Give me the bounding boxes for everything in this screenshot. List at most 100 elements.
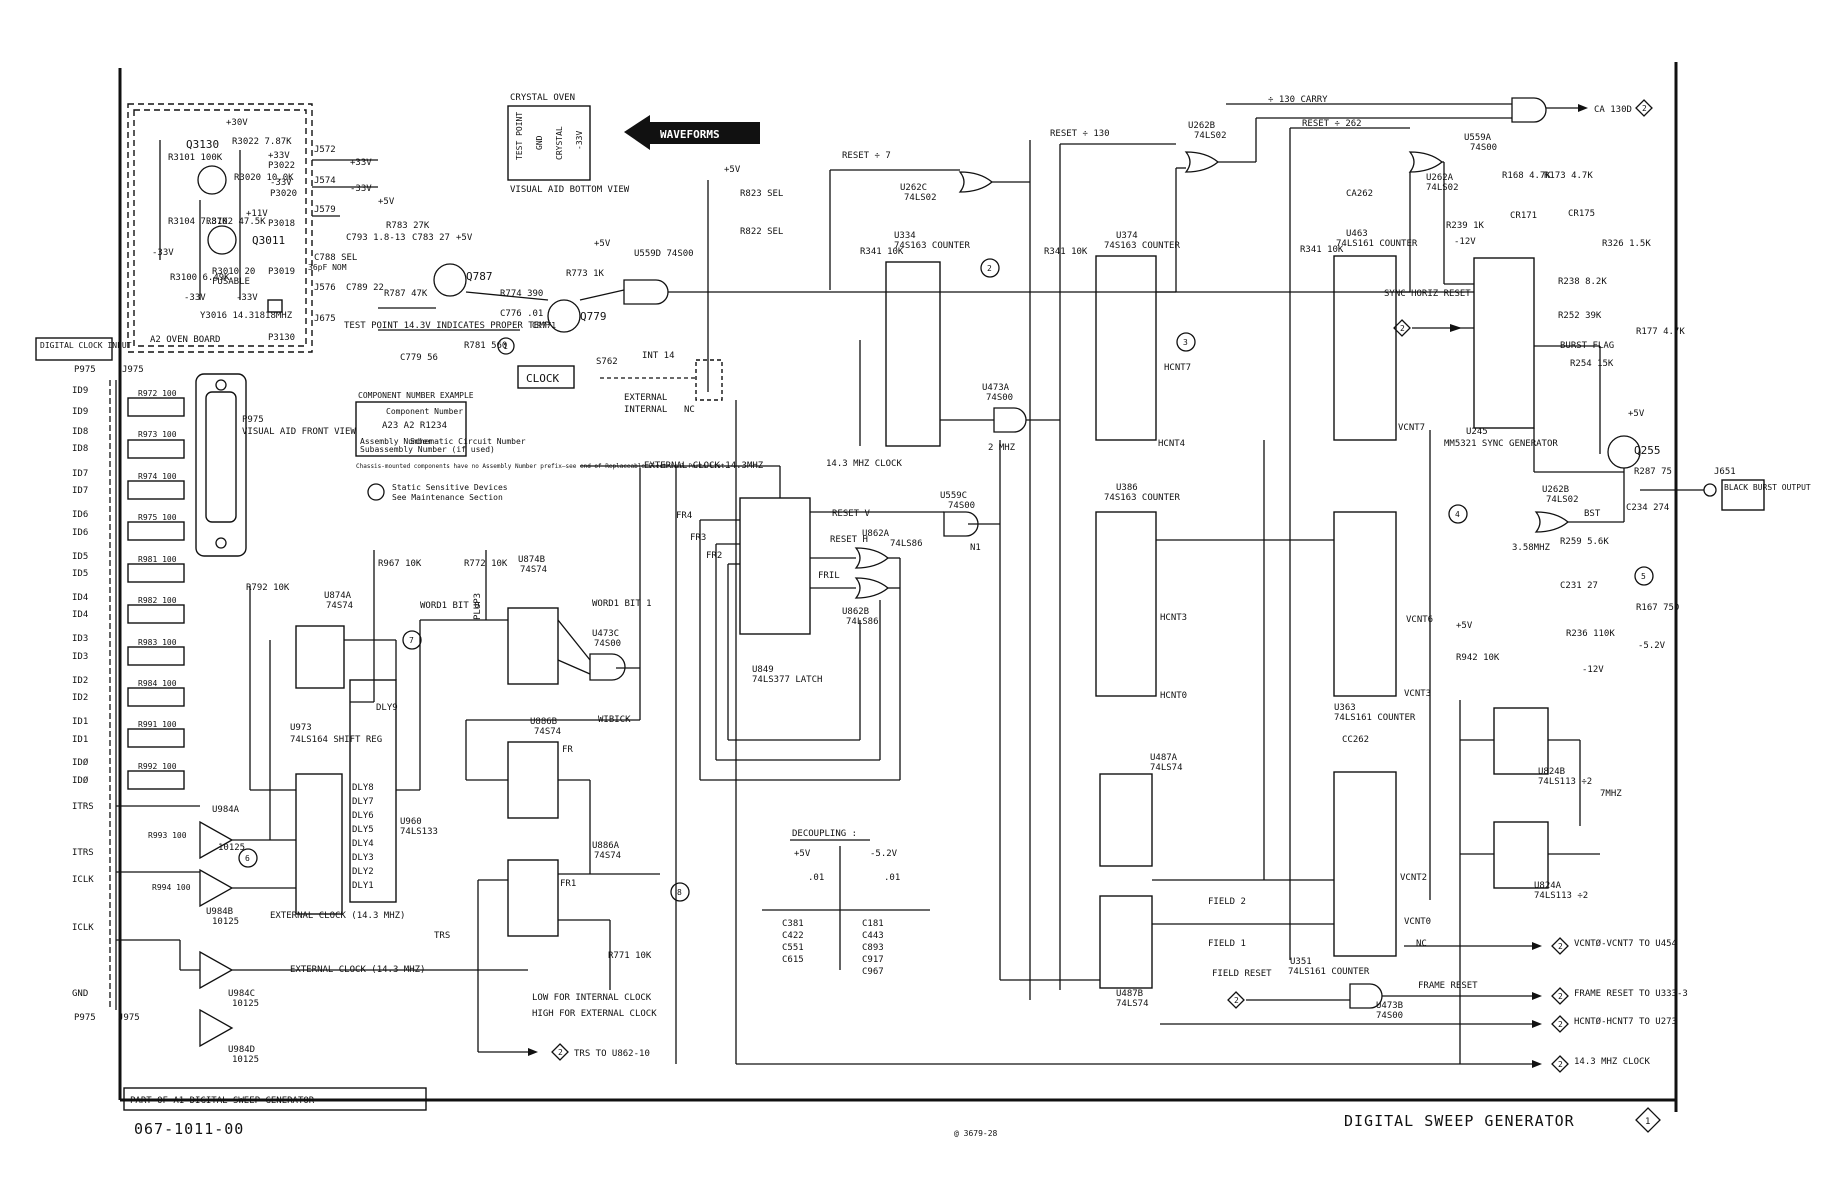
gate-u262b[interactable] (1534, 511, 1570, 533)
component-example-assembly: Assembly Number (360, 437, 432, 446)
gate-u559a[interactable] (1511, 97, 1547, 123)
part-number: 067-1011-00 (134, 1120, 244, 1138)
gate-u262a[interactable] (1408, 151, 1444, 173)
svg-text:2: 2 (1558, 992, 1563, 1001)
gate-u473b[interactable] (1349, 983, 1383, 1009)
svg-text:DLY7: DLY7 (352, 797, 374, 807)
svg-text:R974 100: R974 100 (138, 472, 177, 481)
svg-text:+33V: +33V (268, 151, 290, 161)
svg-text:CA262: CA262 (1346, 189, 1373, 199)
chip-u886a[interactable] (507, 859, 559, 937)
digital-clock-input-header: DIGITAL CLOCK INPUT (40, 341, 132, 350)
svg-text:R781 560: R781 560 (464, 341, 507, 351)
svg-text:ID8: ID8 (72, 427, 88, 437)
buffer-u984c[interactable] (199, 950, 234, 990)
oven-board-inner-outline (133, 109, 307, 347)
chip-u487b[interactable] (1099, 895, 1153, 989)
clock-box (517, 365, 575, 389)
svg-text:RESET ÷ 7: RESET ÷ 7 (842, 151, 891, 161)
chip-u824a[interactable] (1493, 821, 1549, 889)
svg-text:÷ 130 CARRY: ÷ 130 CARRY (1268, 95, 1328, 105)
chip-u984a-type: 10125 (218, 843, 245, 853)
svg-text:C793 1.8-13: C793 1.8-13 (346, 233, 406, 243)
svg-text:14.3 MHZ CLOCK: 14.3 MHZ CLOCK (826, 459, 902, 469)
chip-u824b[interactable] (1493, 707, 1549, 775)
chip-u334[interactable] (885, 261, 941, 447)
svg-text:ID6: ID6 (72, 528, 88, 538)
chip-u960[interactable] (349, 679, 397, 903)
svg-text:VCNT3: VCNT3 (1404, 689, 1431, 699)
chip-u245[interactable] (1473, 257, 1535, 429)
chip-u351[interactable] (1333, 771, 1397, 957)
svg-text:R993 100: R993 100 (148, 831, 187, 840)
svg-text:ID7: ID7 (72, 486, 88, 496)
waveforms-label: WAVEFORMS (660, 128, 720, 141)
chip-u862a-type: 74LS86 (890, 539, 923, 549)
chip-u487a-type: 74LS74 (1150, 763, 1183, 773)
chip-u463[interactable] (1333, 255, 1397, 441)
svg-text:+30V: +30V (226, 118, 248, 128)
buffer-u984a[interactable] (199, 820, 234, 860)
chip-u874b[interactable] (507, 607, 559, 685)
svg-text:HCNT0: HCNT0 (1160, 691, 1187, 701)
svg-text:R173 4.7K: R173 4.7K (1544, 171, 1593, 181)
chip-u874a[interactable] (295, 625, 345, 689)
decoupling-cap-value-right: .01 (884, 873, 900, 883)
black-burst-output-box (1721, 479, 1765, 511)
svg-text:2: 2 (1558, 1060, 1563, 1069)
svg-text:FR3: FR3 (690, 533, 706, 543)
crystal-y3016 (267, 299, 283, 313)
chip-u262a-ref: U262A (1426, 173, 1454, 183)
gate-u559c[interactable] (943, 511, 979, 537)
svg-text:ITRS: ITRS (72, 848, 94, 858)
buffer-u984b[interactable] (199, 868, 234, 908)
gate-u473c[interactable] (589, 653, 626, 681)
chip-u973[interactable] (295, 773, 343, 915)
gate-u473a[interactable] (993, 407, 1027, 433)
gate-u862a[interactable] (854, 547, 890, 569)
svg-text:2 MHZ: 2 MHZ (988, 443, 1016, 453)
chip-u886b[interactable] (507, 741, 559, 819)
svg-text:+5V: +5V (1456, 621, 1473, 631)
gate-u862b[interactable] (854, 577, 890, 599)
svg-text:P3020: P3020 (270, 189, 297, 199)
chip-u849[interactable] (739, 497, 811, 635)
gate-u262b-top[interactable] (1184, 151, 1220, 173)
chip-u262b-top-type: 74LS02 (1194, 131, 1227, 141)
switch-s762 (695, 359, 723, 401)
decoupling-title: DECOUPLING : (792, 829, 857, 839)
svg-text:R3020 10.0K: R3020 10.0K (234, 173, 294, 183)
svg-text:WORD1 BIT 0: WORD1 BIT 0 (420, 601, 480, 611)
chip-u849-type: 74LS377 LATCH (752, 675, 822, 685)
svg-text:J651: J651 (1714, 467, 1736, 477)
svg-text:2: 2 (987, 264, 992, 273)
transistor-q787 (433, 263, 467, 297)
switch-int-label: INT 14 (642, 351, 675, 361)
j975-bottom-label: J975 (118, 1013, 140, 1023)
switch-s762-label: S762 (596, 357, 618, 367)
chip-u363[interactable] (1333, 511, 1397, 697)
svg-text:-33V: -33V (575, 131, 584, 150)
waveform-ref-8 (670, 882, 690, 902)
buffer-u984d[interactable] (199, 1008, 234, 1048)
chip-u386[interactable] (1095, 511, 1157, 697)
svg-text:HCNT4: HCNT4 (1158, 439, 1185, 449)
svg-text:C551: C551 (782, 943, 804, 953)
svg-text:R3102 47.5K: R3102 47.5K (206, 217, 266, 227)
chip-u487a[interactable] (1099, 773, 1153, 867)
chip-u374-ref: U374 (1116, 231, 1138, 241)
gate-u559d (623, 279, 669, 305)
svg-text:+5V: +5V (724, 165, 741, 175)
p975-view-label: P975 (242, 415, 264, 425)
decoupling-cap-value-left: .01 (808, 873, 824, 883)
gate-u262c[interactable] (958, 171, 994, 193)
chip-u973-type: 74LS164 SHIFT REG (290, 735, 382, 745)
svg-text:J572: J572 (314, 145, 336, 155)
oven-board-label: A2 OVEN BOARD (150, 335, 220, 345)
input-sync-horiz-reset: 2 (1393, 319, 1474, 337)
svg-text:R967 10K: R967 10K (378, 559, 422, 569)
svg-text:DLY4: DLY4 (352, 839, 374, 849)
part-of-label: PART OF A1 DIGITAL SWEEP GENERATOR (130, 1096, 315, 1106)
chip-u374[interactable] (1095, 255, 1157, 441)
svg-text:IDØ: IDØ (72, 775, 89, 786)
